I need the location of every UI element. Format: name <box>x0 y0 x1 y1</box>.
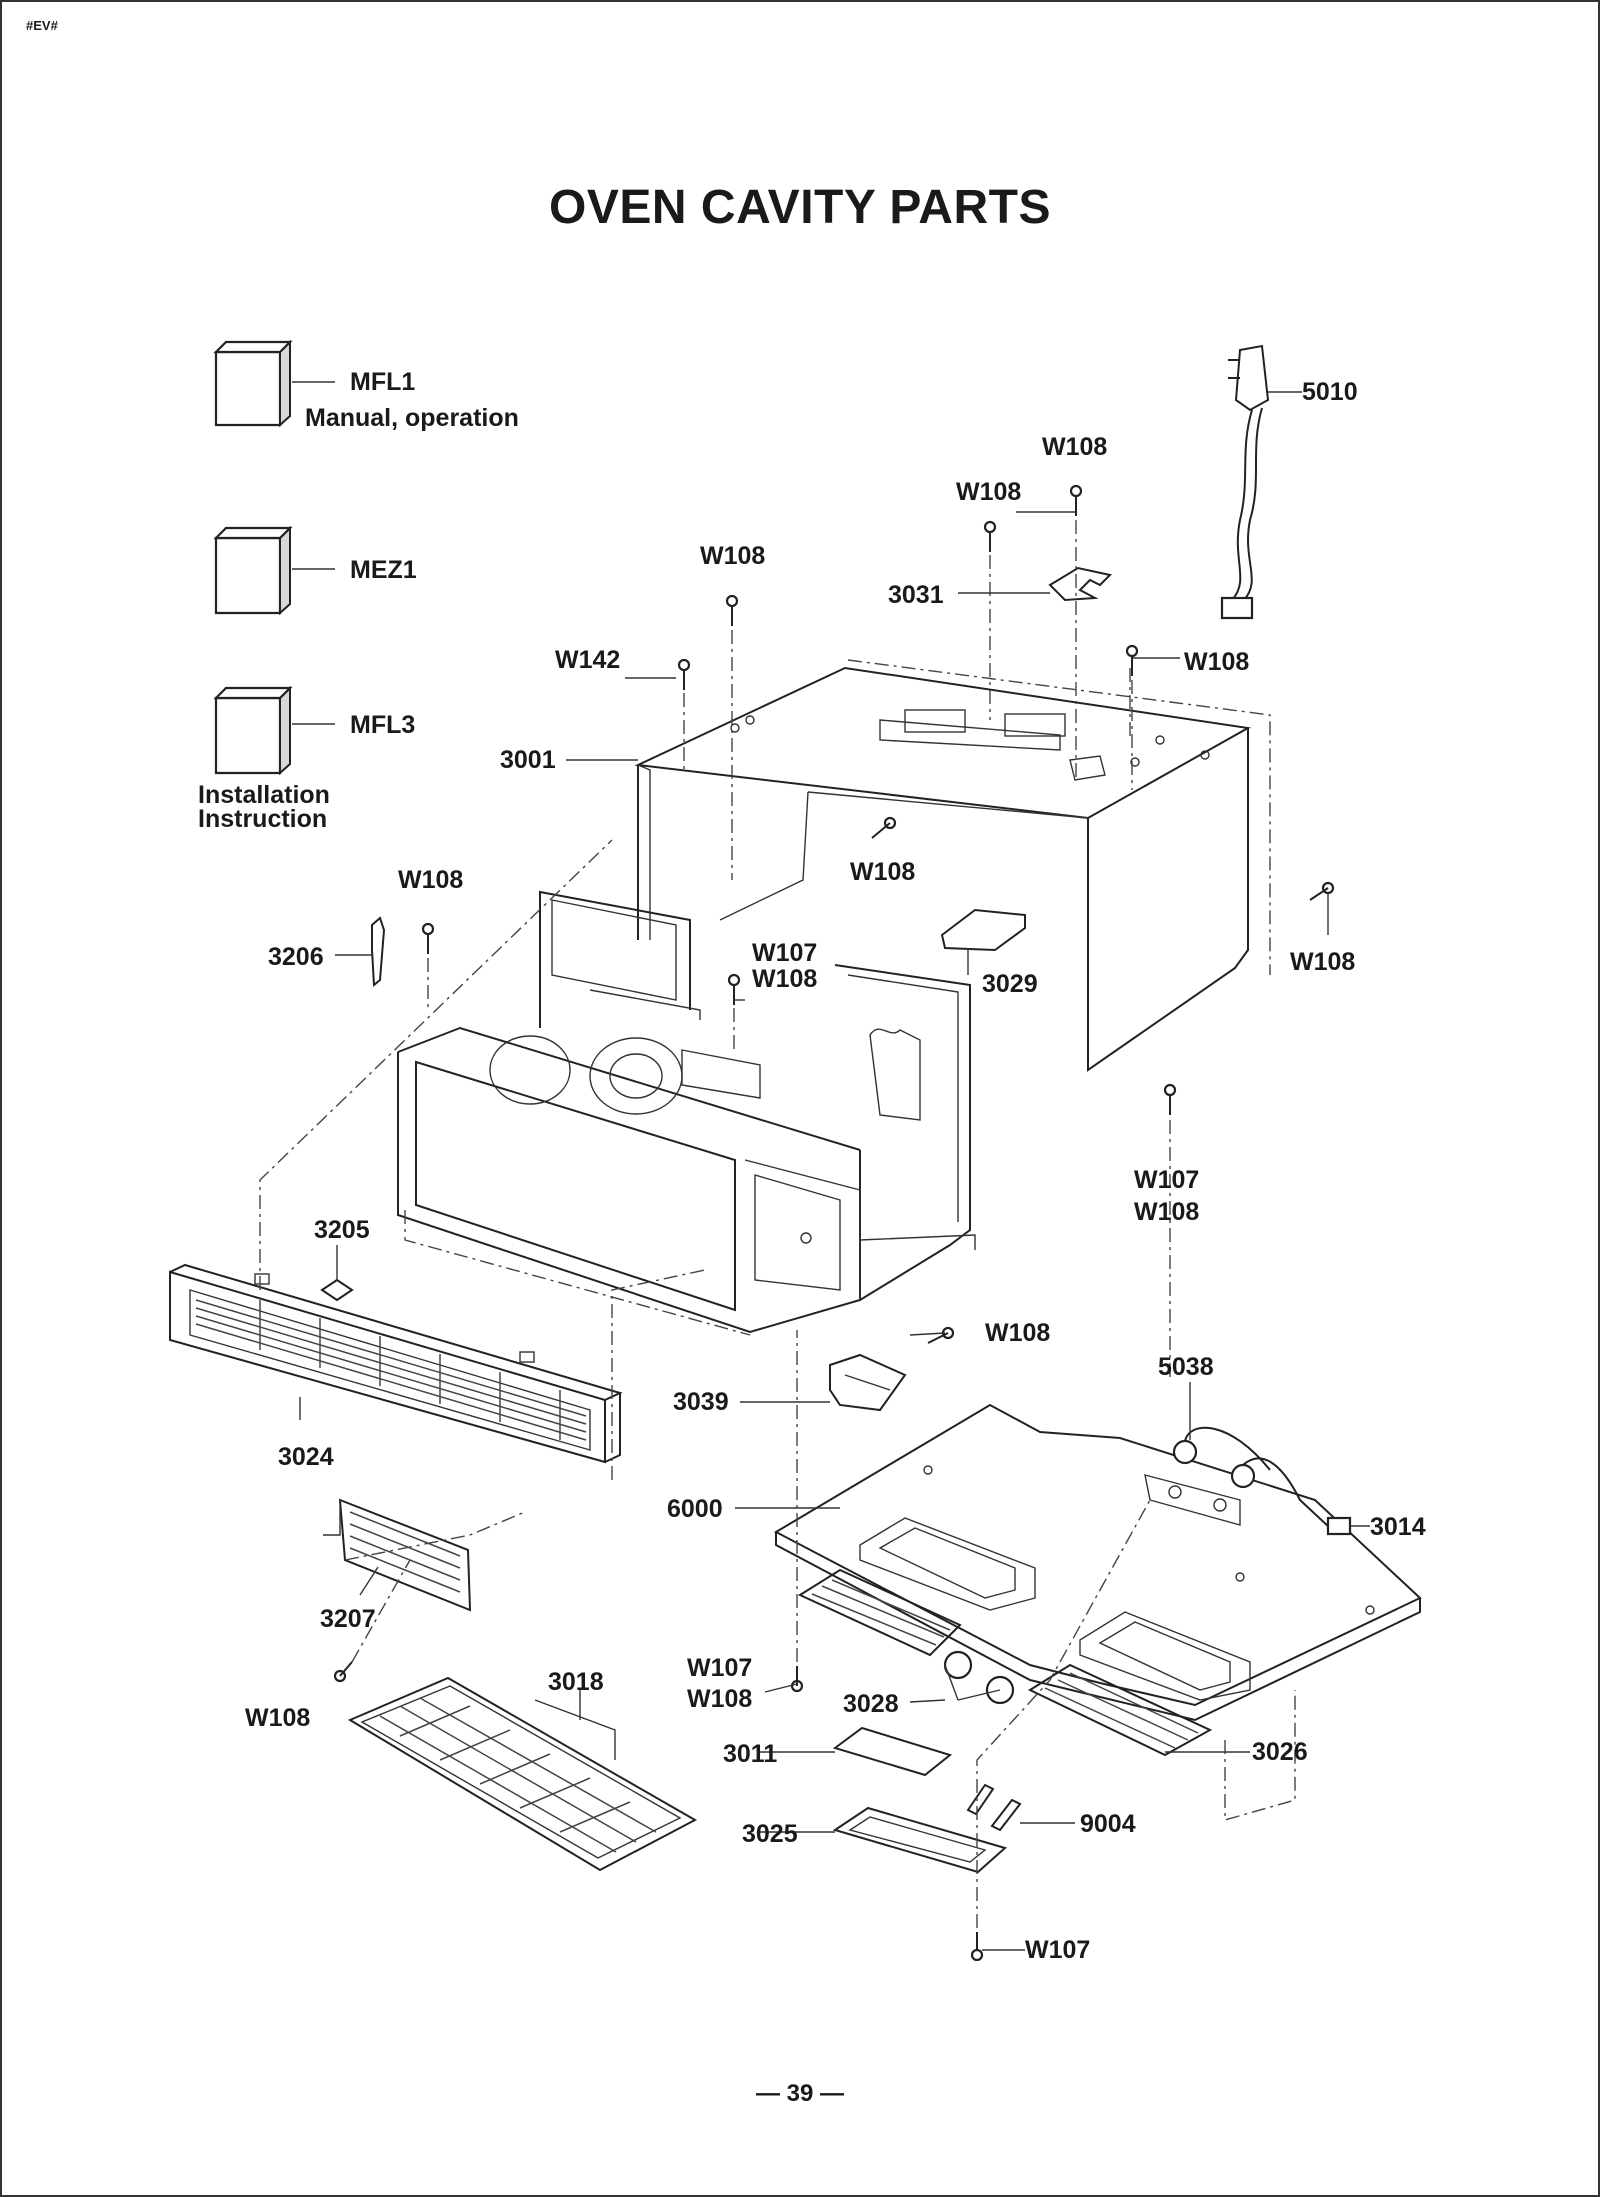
callout-w107-bottom: W107 <box>1025 1936 1090 1964</box>
callout-3014: 3014 <box>1370 1513 1426 1541</box>
filter-3207-part <box>323 1498 472 1612</box>
screw-icon <box>1163 1083 1177 1115</box>
booklet-icon-mez1 <box>213 525 335 616</box>
screw-icon <box>725 594 739 626</box>
callout-3029: 3029 <box>982 970 1038 998</box>
callout-w107-b: W107 <box>1134 1166 1199 1194</box>
doc-desc-mfl3-line1: Installation <box>198 781 330 809</box>
doc-desc-mfl1: Manual, operation <box>305 404 519 432</box>
leader-lines <box>299 511 1370 1951</box>
screw-icon <box>790 1666 804 1693</box>
bracket-3039-part <box>829 1353 907 1412</box>
screw-icon <box>871 816 897 839</box>
knob-3028-part <box>943 1650 1015 1705</box>
page-number: — 39 — <box>755 2080 845 2107</box>
screw-icon <box>333 1661 353 1683</box>
screw-icon <box>421 922 435 954</box>
doc-code-mez1: MEZ1 <box>350 556 417 584</box>
header-tag: #EV# <box>26 18 58 33</box>
callout-w107-c: W107 <box>687 1654 752 1682</box>
callout-w108-side: W108 <box>1290 948 1355 976</box>
lens-3011-part <box>832 1726 953 1777</box>
callout-w108-a: W108 <box>752 965 817 993</box>
wire-rack-part <box>347 1676 698 1872</box>
screw-icon <box>927 1326 955 1344</box>
callout-3207: 3207 <box>320 1605 376 1633</box>
assembly-guide-lines <box>259 520 1296 1928</box>
callout-3205: 3205 <box>314 1216 370 1244</box>
base-plate-part <box>773 1403 1422 1722</box>
callout-3206: 3206 <box>268 943 324 971</box>
outer-cabinet-part <box>634 659 1271 1072</box>
hook-3206-part <box>371 916 386 988</box>
callout-w107-a: W107 <box>752 939 817 967</box>
callout-w108-c: W108 <box>687 1685 752 1713</box>
callout-5010: 5010 <box>1302 378 1358 406</box>
callout-w108-3039: W108 <box>985 1319 1050 1347</box>
callout-6000: 6000 <box>667 1495 723 1523</box>
screw-icon <box>677 658 691 690</box>
callout-3024: 3024 <box>278 1443 334 1471</box>
doc-code-mfl1: MFL1 <box>350 368 415 396</box>
callout-3018: 3018 <box>548 1668 604 1696</box>
callout-w108-3207: W108 <box>245 1704 310 1732</box>
callout-w108-top2: W108 <box>956 478 1021 506</box>
callout-3039: 3039 <box>673 1388 729 1416</box>
callout-3011: 3011 <box>723 1740 777 1768</box>
callout-3028: 3028 <box>843 1690 899 1718</box>
bar-9004-part <box>966 1783 1022 1832</box>
callout-w108-cab: W108 <box>850 858 915 886</box>
callout-3001: 3001 <box>500 746 556 774</box>
bracket-3031-part <box>1048 566 1113 602</box>
callout-3026: 3026 <box>1252 1738 1308 1766</box>
callout-5038: 5038 <box>1158 1353 1214 1381</box>
doc-code-mfl3: MFL3 <box>350 711 415 739</box>
callout-w108-mid: W108 <box>700 542 765 570</box>
screw-icon <box>983 520 997 552</box>
clip-3205-part <box>320 1278 354 1302</box>
callout-w108-b: W108 <box>1134 1198 1199 1226</box>
vent-grille-part <box>169 1263 623 1464</box>
callout-9004: 9004 <box>1080 1810 1136 1838</box>
screw-icon <box>970 1932 984 1962</box>
lamp-cover-part <box>832 1806 1008 1874</box>
callout-3025: 3025 <box>742 1820 798 1848</box>
booklet-icon-mfl3 <box>213 685 335 776</box>
screw-icon <box>1125 644 1139 676</box>
screw-icon <box>727 973 741 1005</box>
oven-cavity-frame <box>397 890 976 1334</box>
callout-w108-3206: W108 <box>398 866 463 894</box>
callout-3031: 3031 <box>888 581 944 609</box>
grease-filter-part <box>797 1568 1213 1757</box>
power-cord-part <box>1220 344 1302 620</box>
booklet-icon-mfl1 <box>213 339 335 428</box>
page-title: OVEN CAVITY PARTS <box>549 181 1051 234</box>
callout-w108-top: W108 <box>1042 433 1107 461</box>
bracket-3029-part <box>940 908 1026 952</box>
callout-w142: W142 <box>555 646 620 674</box>
lamp-socket-harness-part <box>1172 1426 1352 1536</box>
screw-icon <box>1309 881 1335 901</box>
doc-desc-mfl3-line2: Instruction <box>198 805 327 833</box>
callout-w108-right: W108 <box>1184 648 1249 676</box>
